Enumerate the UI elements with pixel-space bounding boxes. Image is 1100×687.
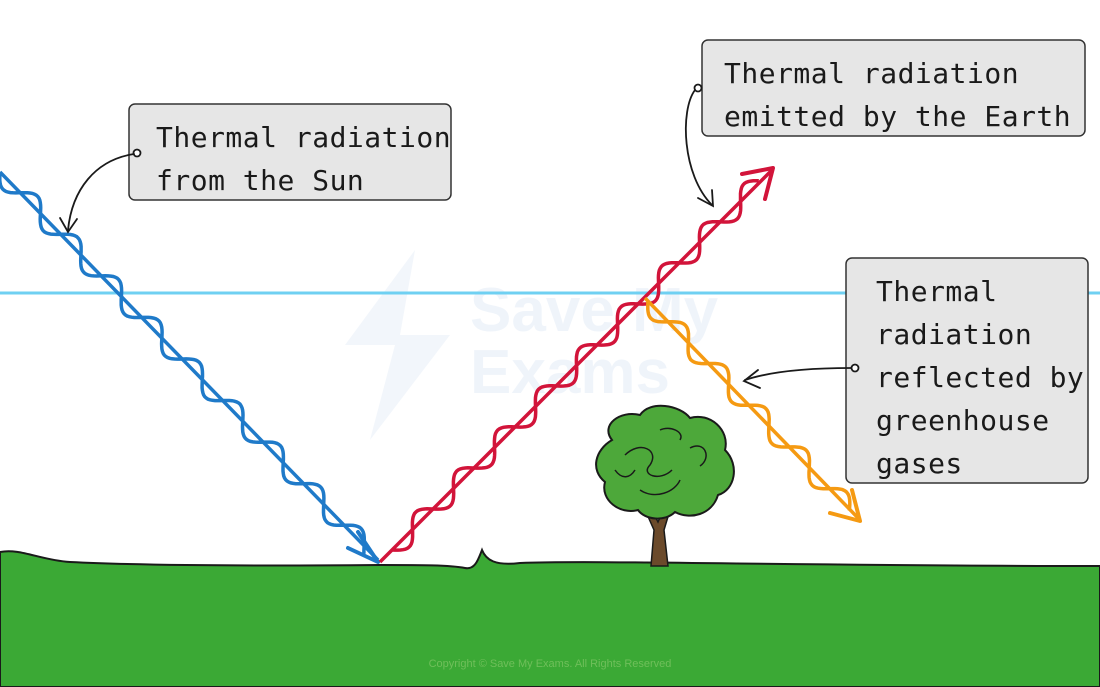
reflected-ray-arrowhead: [828, 488, 862, 523]
greenhouse-label: Thermal radiation reflected by greenhous…: [862, 262, 1098, 493]
tree: [595, 404, 735, 567]
greenhouse-pointer-arrowhead: [742, 369, 761, 389]
sun-label-line: from the Sun: [156, 164, 365, 197]
greenhouse-label-line: Thermal: [876, 275, 998, 308]
sun-ray-arrowhead: [346, 530, 380, 564]
sun-ray-wave: [0, 172, 367, 554]
sun-pointer-dot: [132, 148, 142, 158]
earth-pointer-dot: [693, 83, 703, 93]
greenhouse-label-line: reflected by: [876, 361, 1085, 394]
sun-label: Thermal radiation from the Sun: [142, 108, 465, 210]
copyright-notice: Copyright © Save My Exams. All Rights Re…: [428, 658, 672, 670]
earth-label: Thermal radiation emitted by the Earth: [710, 44, 1085, 146]
sun-radiation-ray: [0, 170, 380, 564]
earth-radiation-ray: [378, 166, 775, 564]
greenhouse-label-box: [845, 257, 1089, 484]
greenhouse-pointer-arrow: [744, 367, 852, 381]
greenhouse-label-line: greenhouse: [876, 404, 1050, 437]
greenhouse-pointer-dot: [850, 363, 860, 373]
pointer-arrows: [59, 83, 860, 389]
earth-ray-wave: [391, 178, 759, 552]
sun-label-line: Thermal radiation: [156, 121, 452, 154]
greenhouse-label-line: radiation: [876, 318, 1033, 351]
earth-label-line: Thermal radiation: [724, 57, 1020, 90]
tree-foliage-detail: [614, 427, 707, 496]
ground: [0, 547, 1100, 687]
reflected-ray-line: [643, 296, 862, 522]
reflected-radiation-ray: [643, 296, 862, 523]
reflected-ray-wave: [646, 300, 852, 511]
sun-pointer-arrowhead: [59, 217, 78, 234]
earth-ray-arrowhead: [740, 166, 775, 201]
earth-pointer-arrowhead: [697, 189, 714, 208]
sun-ray-line: [0, 170, 380, 562]
earth-pointer-arrow: [685, 89, 713, 206]
earth-label-line: emitted by the Earth: [724, 100, 1072, 133]
sun-label-box: [128, 103, 452, 201]
tree-foliage: [595, 404, 735, 520]
greenhouse-label-line: gases: [876, 447, 963, 480]
watermark-bolt-icon: [345, 250, 450, 440]
sun-pointer-arrow: [67, 153, 135, 231]
